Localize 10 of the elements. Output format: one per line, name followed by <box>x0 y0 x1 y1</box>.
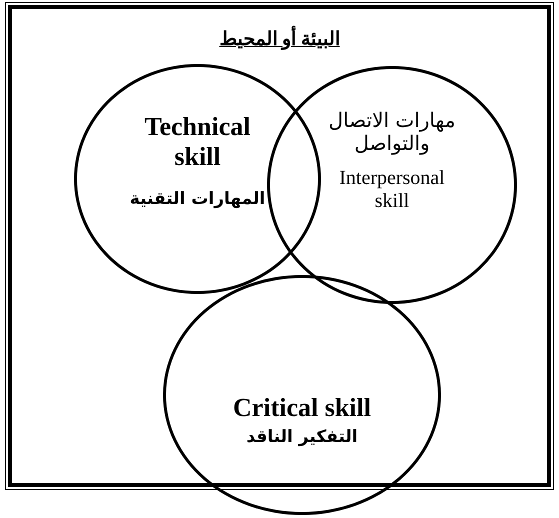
skill-label: Critical skill <box>233 393 371 423</box>
skill-circle <box>74 64 321 294</box>
skill-circle <box>267 66 517 304</box>
skill-circle <box>163 275 441 515</box>
skill-label: Interpersonal skill <box>338 167 446 213</box>
skill-label: التفكير الناقد <box>246 428 358 448</box>
environment-frame <box>8 5 551 487</box>
skill-label: Technical skill <box>144 112 252 172</box>
skill-label: المهارات التقنية <box>130 190 266 210</box>
skill-label: مهارات الاتصال والتواصل <box>328 109 456 155</box>
